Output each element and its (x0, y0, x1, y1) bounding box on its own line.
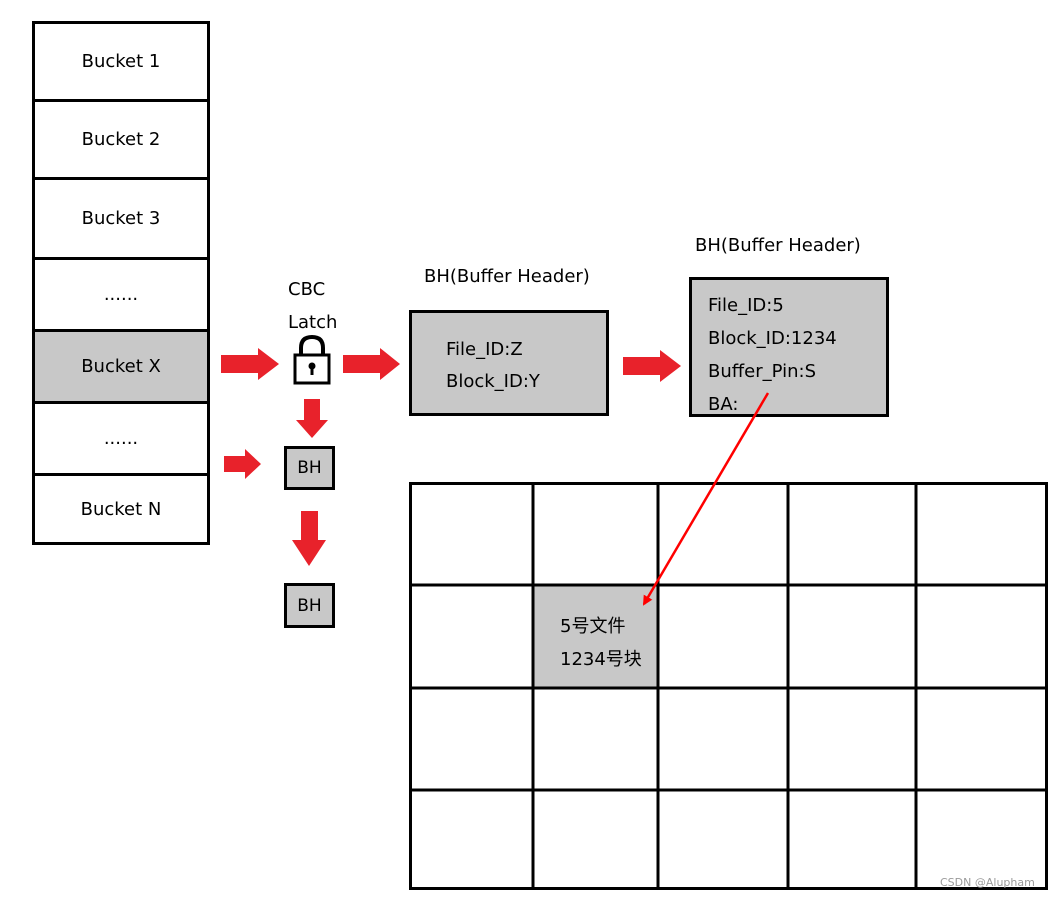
bh-small-label: BH (297, 458, 322, 478)
arrow-down-icon (296, 399, 328, 438)
arrow-down-icon (292, 511, 326, 566)
bh1-title: BH(Buffer Header) (424, 266, 590, 287)
bh2-block-id: Block_ID:1234 (708, 328, 837, 349)
watermark: CSDN @Alupham (940, 876, 1035, 889)
bucket-3: Bucket 3 (35, 180, 207, 260)
bucket-1: Bucket 1 (35, 24, 207, 102)
bucket-ellipsis-2: ...... (35, 404, 207, 476)
bh1-box: File_ID:Z Block_ID:Y (409, 310, 609, 416)
padlock-icon (293, 334, 331, 385)
grid-lines (409, 482, 1048, 890)
latch-label: Latch (288, 312, 338, 333)
grid-cell-file: 5号文件 (560, 616, 626, 637)
grid-cell-highlighted: 5号文件 1234号块 (533, 584, 658, 687)
arrow-right-icon (221, 348, 279, 380)
bucket-label: Bucket 3 (81, 208, 161, 229)
grid-cell-block: 1234号块 (560, 649, 642, 670)
bh-small-label: BH (297, 595, 322, 616)
bh2-title: BH(Buffer Header) (695, 235, 861, 256)
bh2-buffer-pin: Buffer_Pin:S (708, 361, 816, 382)
bh2-file-id: File_ID:5 (708, 295, 784, 316)
bh1-block-id: Block_ID:Y (446, 371, 540, 392)
bucket-label: Bucket X (81, 356, 161, 377)
bucket-label: Bucket 2 (81, 129, 161, 150)
arrow-right-icon (224, 449, 261, 479)
pointer-arrow-icon (642, 392, 770, 606)
bh-small-1: BH (284, 446, 335, 490)
bucket-ellipsis-1: ...... (35, 260, 207, 332)
bh1-file-id: File_ID:Z (446, 339, 523, 360)
bh-small-2: BH (284, 583, 335, 628)
bh2-box: File_ID:5 Block_ID:1234 Buffer_Pin:S BA: (689, 277, 889, 417)
bucket-label: Bucket N (80, 498, 162, 520)
bucket-label: ...... (103, 428, 139, 449)
bucket-n: Bucket N (35, 476, 207, 542)
cbc-label: CBC (288, 279, 326, 300)
bucket-label: ...... (103, 284, 139, 305)
bucket-label: Bucket 1 (81, 51, 161, 72)
buffer-cache-grid: 5号文件 1234号块 (409, 482, 1047, 890)
bucket-list: Bucket 1 Bucket 2 Bucket 3 ...... Bucket… (32, 21, 210, 545)
bh2-ba: BA: (708, 394, 739, 415)
bucket-x: Bucket X (35, 332, 207, 404)
grid-border (409, 482, 1048, 890)
arrow-right-icon (343, 348, 400, 380)
bucket-2: Bucket 2 (35, 102, 207, 180)
arrow-right-icon (623, 350, 681, 382)
